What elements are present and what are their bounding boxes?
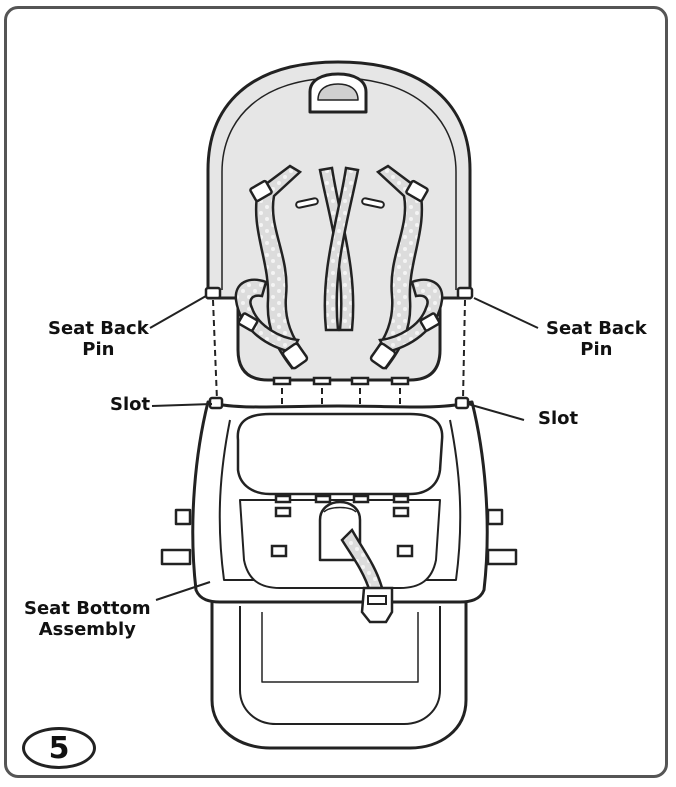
label-line: Seat Back xyxy=(48,318,149,339)
seat-bottom-assembly-label: Seat Bottom Assembly xyxy=(24,598,151,640)
label-line: Pin xyxy=(82,339,115,360)
seat-back-tabs xyxy=(272,376,410,386)
seat-bottom-receivers xyxy=(270,494,414,558)
seat-bottom xyxy=(160,396,518,750)
step-number-badge: 5 xyxy=(22,727,96,769)
label-line: Assembly xyxy=(38,619,136,640)
slot-left-label: Slot xyxy=(110,394,151,415)
label-line: Pin xyxy=(580,339,613,360)
crotch-strap xyxy=(340,527,394,624)
slot-right-label: Slot xyxy=(538,408,579,429)
label-line: Seat Back xyxy=(546,318,647,339)
leader-lines xyxy=(149,295,539,601)
label-line: Seat Bottom xyxy=(24,598,151,619)
harness-buckles xyxy=(237,179,441,370)
seat-back-pin-left-label: Seat Back Pin xyxy=(48,318,149,360)
figure-frame xyxy=(4,6,668,778)
seat-back-pin-right-label: Seat Back Pin xyxy=(546,318,647,360)
seat-back-pins xyxy=(204,286,474,300)
